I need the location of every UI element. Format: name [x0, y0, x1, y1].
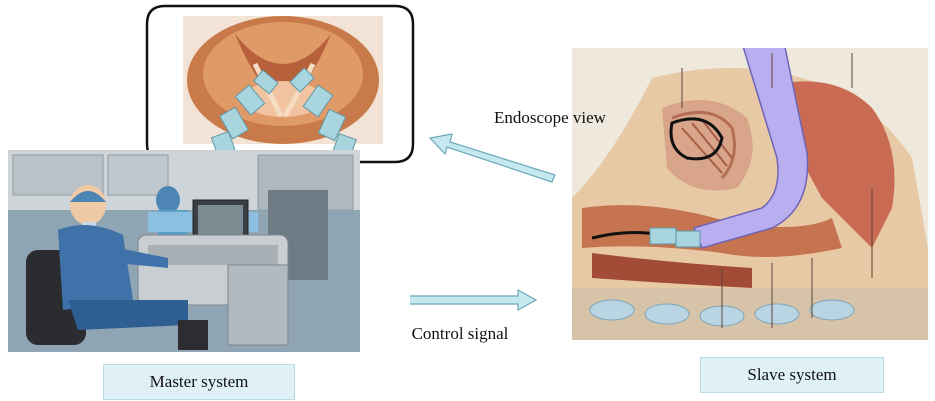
endoscope-view-caption: Endoscope view — [486, 108, 614, 128]
control-signal-arrow — [410, 290, 536, 310]
master-system-photo — [8, 150, 360, 352]
endoscope-view-arrow — [430, 134, 555, 182]
signal-arrows — [410, 120, 560, 320]
control-signal-caption: Control signal — [385, 324, 535, 344]
master-system-label-text: Master system — [150, 372, 249, 392]
slave-system-photo — [572, 48, 928, 340]
slave-system-label: Slave system — [700, 357, 884, 393]
endoscope-image — [183, 16, 383, 144]
master-system-label: Master system — [103, 364, 295, 400]
slave-system-label-text: Slave system — [747, 365, 836, 385]
